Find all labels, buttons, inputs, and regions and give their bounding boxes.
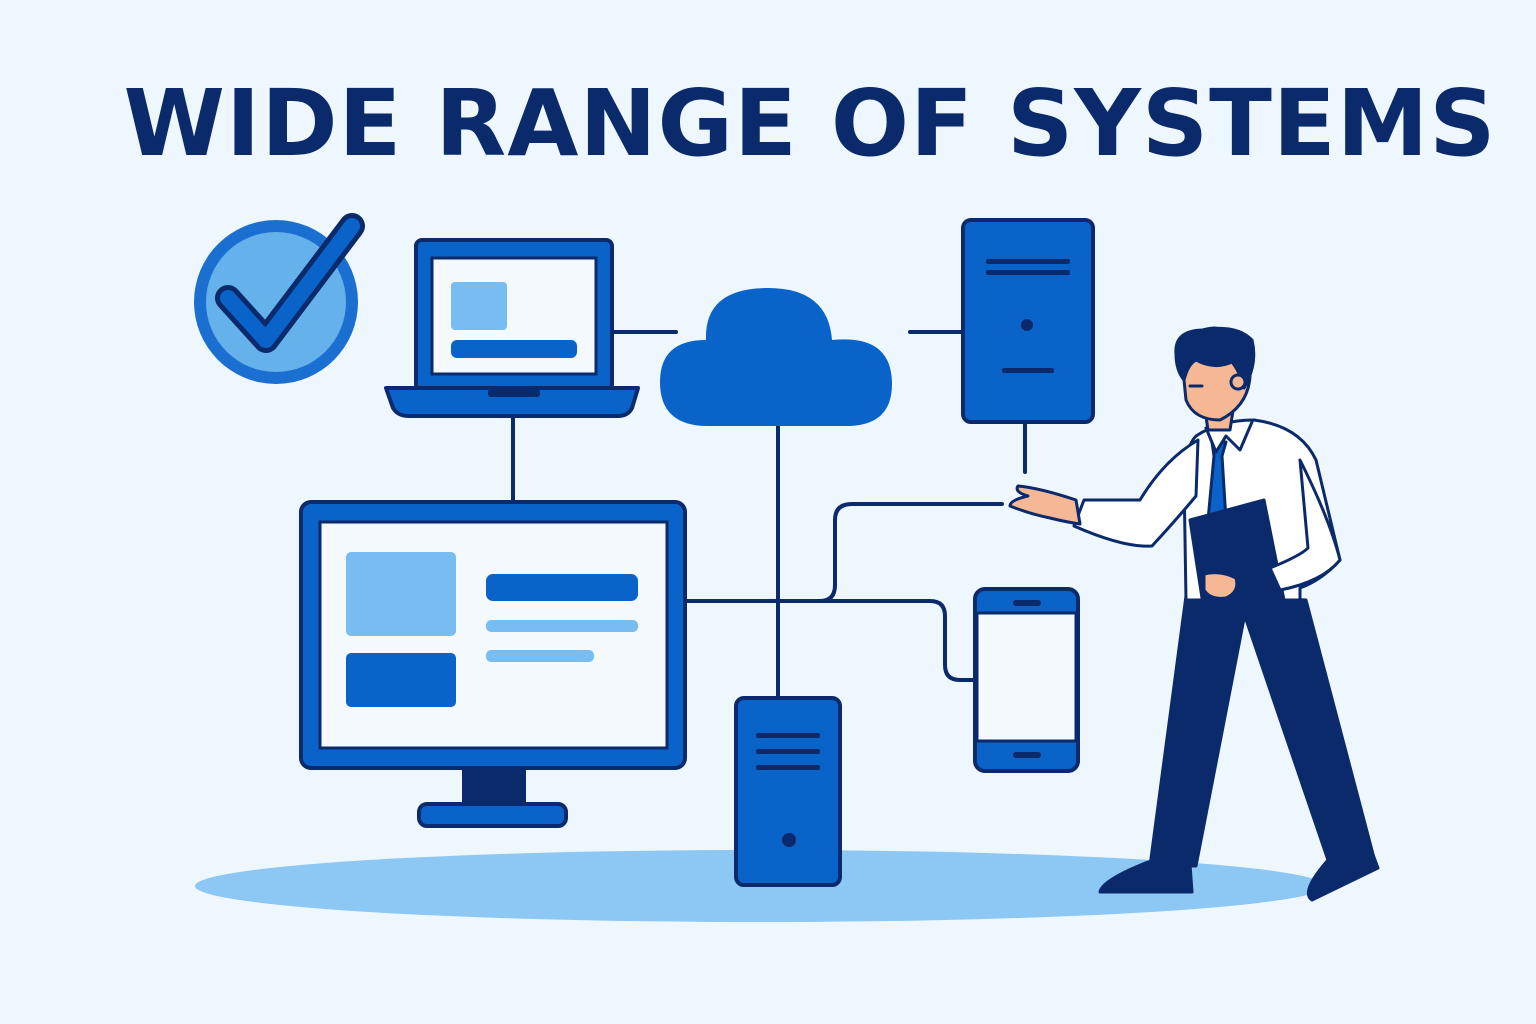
server-tower-icon: [734, 696, 842, 887]
cloud-icon: [660, 288, 892, 426]
businessman-figure: [1008, 326, 1380, 902]
desktop-monitor-icon: [299, 500, 687, 828]
smartphone-icon: [973, 587, 1080, 773]
laptop-icon: [384, 238, 640, 418]
connection-lines: [511, 330, 1027, 700]
server-tower-icon: [961, 218, 1095, 424]
page-title: WIDE RANGE OF SYSTEMS: [123, 70, 1497, 177]
check-circle-icon: [194, 213, 365, 384]
